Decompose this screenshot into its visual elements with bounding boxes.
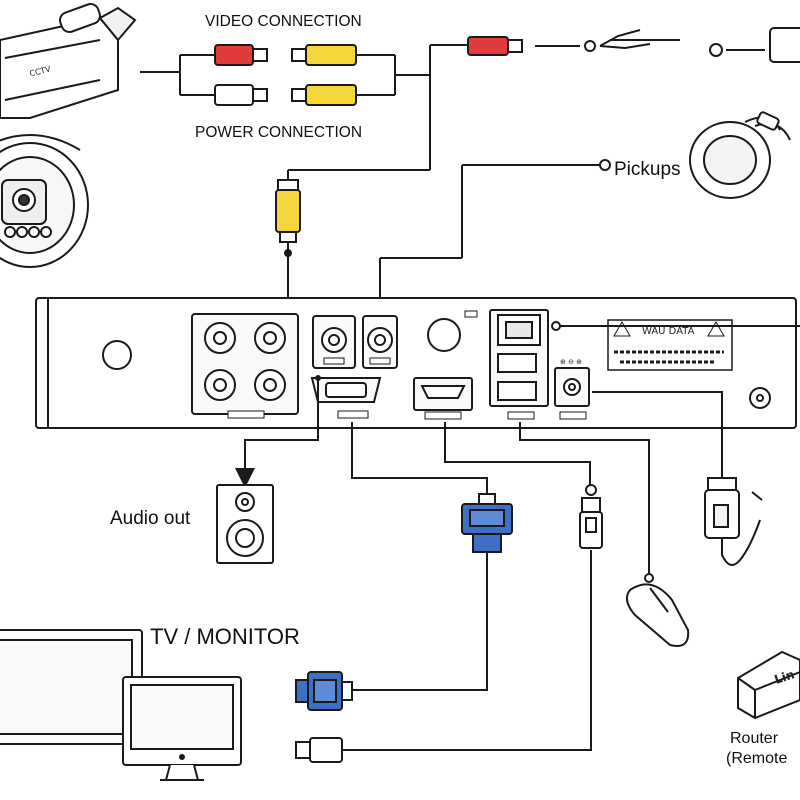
warning-sticker: WAU DATA <box>607 319 733 371</box>
router-label: Router <box>730 730 779 747</box>
router: Lin <box>737 650 800 720</box>
lan-usb-ports <box>489 309 549 420</box>
dc-power-port: ⊕ ⊖ ⊕ <box>554 358 590 420</box>
yellow-rca-plug-2 <box>305 84 357 106</box>
audio-out-label: Audio out <box>110 508 191 529</box>
bullet-camera: CCTV <box>0 3 137 119</box>
hdmi-connector <box>579 484 603 549</box>
pickups-microphone <box>379 111 791 300</box>
power-led <box>102 340 132 370</box>
tv-monitor-label: TV / MONITOR <box>150 624 300 649</box>
audio-ports <box>312 315 398 369</box>
router-brand-text: Lin <box>773 667 797 687</box>
power-plug <box>704 477 763 566</box>
pickups-label: Pickups <box>614 159 681 180</box>
connection-wires <box>235 325 800 751</box>
speaker <box>216 484 274 564</box>
router-remote-label: (Remote <box>726 750 787 767</box>
mouse <box>625 573 690 647</box>
dvr-unit: ⊕ ⊖ ⊕ WAU DATA <box>35 297 797 429</box>
hdmi-port <box>413 377 473 420</box>
rca-cables <box>140 27 800 300</box>
vga-port <box>310 377 382 419</box>
svg-text:⊕ ⊖ ⊕: ⊕ ⊖ ⊕ <box>560 358 582 366</box>
yellow-bnc-plug <box>275 189 301 233</box>
vga-plug-monitor <box>295 671 353 711</box>
white-rca-plug <box>214 84 254 106</box>
reset-button <box>427 318 461 352</box>
power-adapter <box>769 27 800 63</box>
bnc-video-inputs <box>191 313 299 419</box>
power-connection-label: POWER CONNECTION <box>195 124 362 141</box>
warning-label-text: WAU DATA <box>642 326 695 337</box>
video-connection-label: VIDEO CONNECTION <box>205 13 362 30</box>
red-rca-plug <box>214 44 254 66</box>
hdmi-plug-monitor <box>295 737 343 763</box>
red-rca-plug-right <box>467 36 509 56</box>
vga-connector <box>461 493 513 553</box>
dome-camera <box>0 134 89 268</box>
tv-monitor <box>0 629 242 781</box>
yellow-rca-plug-1 <box>305 44 357 66</box>
